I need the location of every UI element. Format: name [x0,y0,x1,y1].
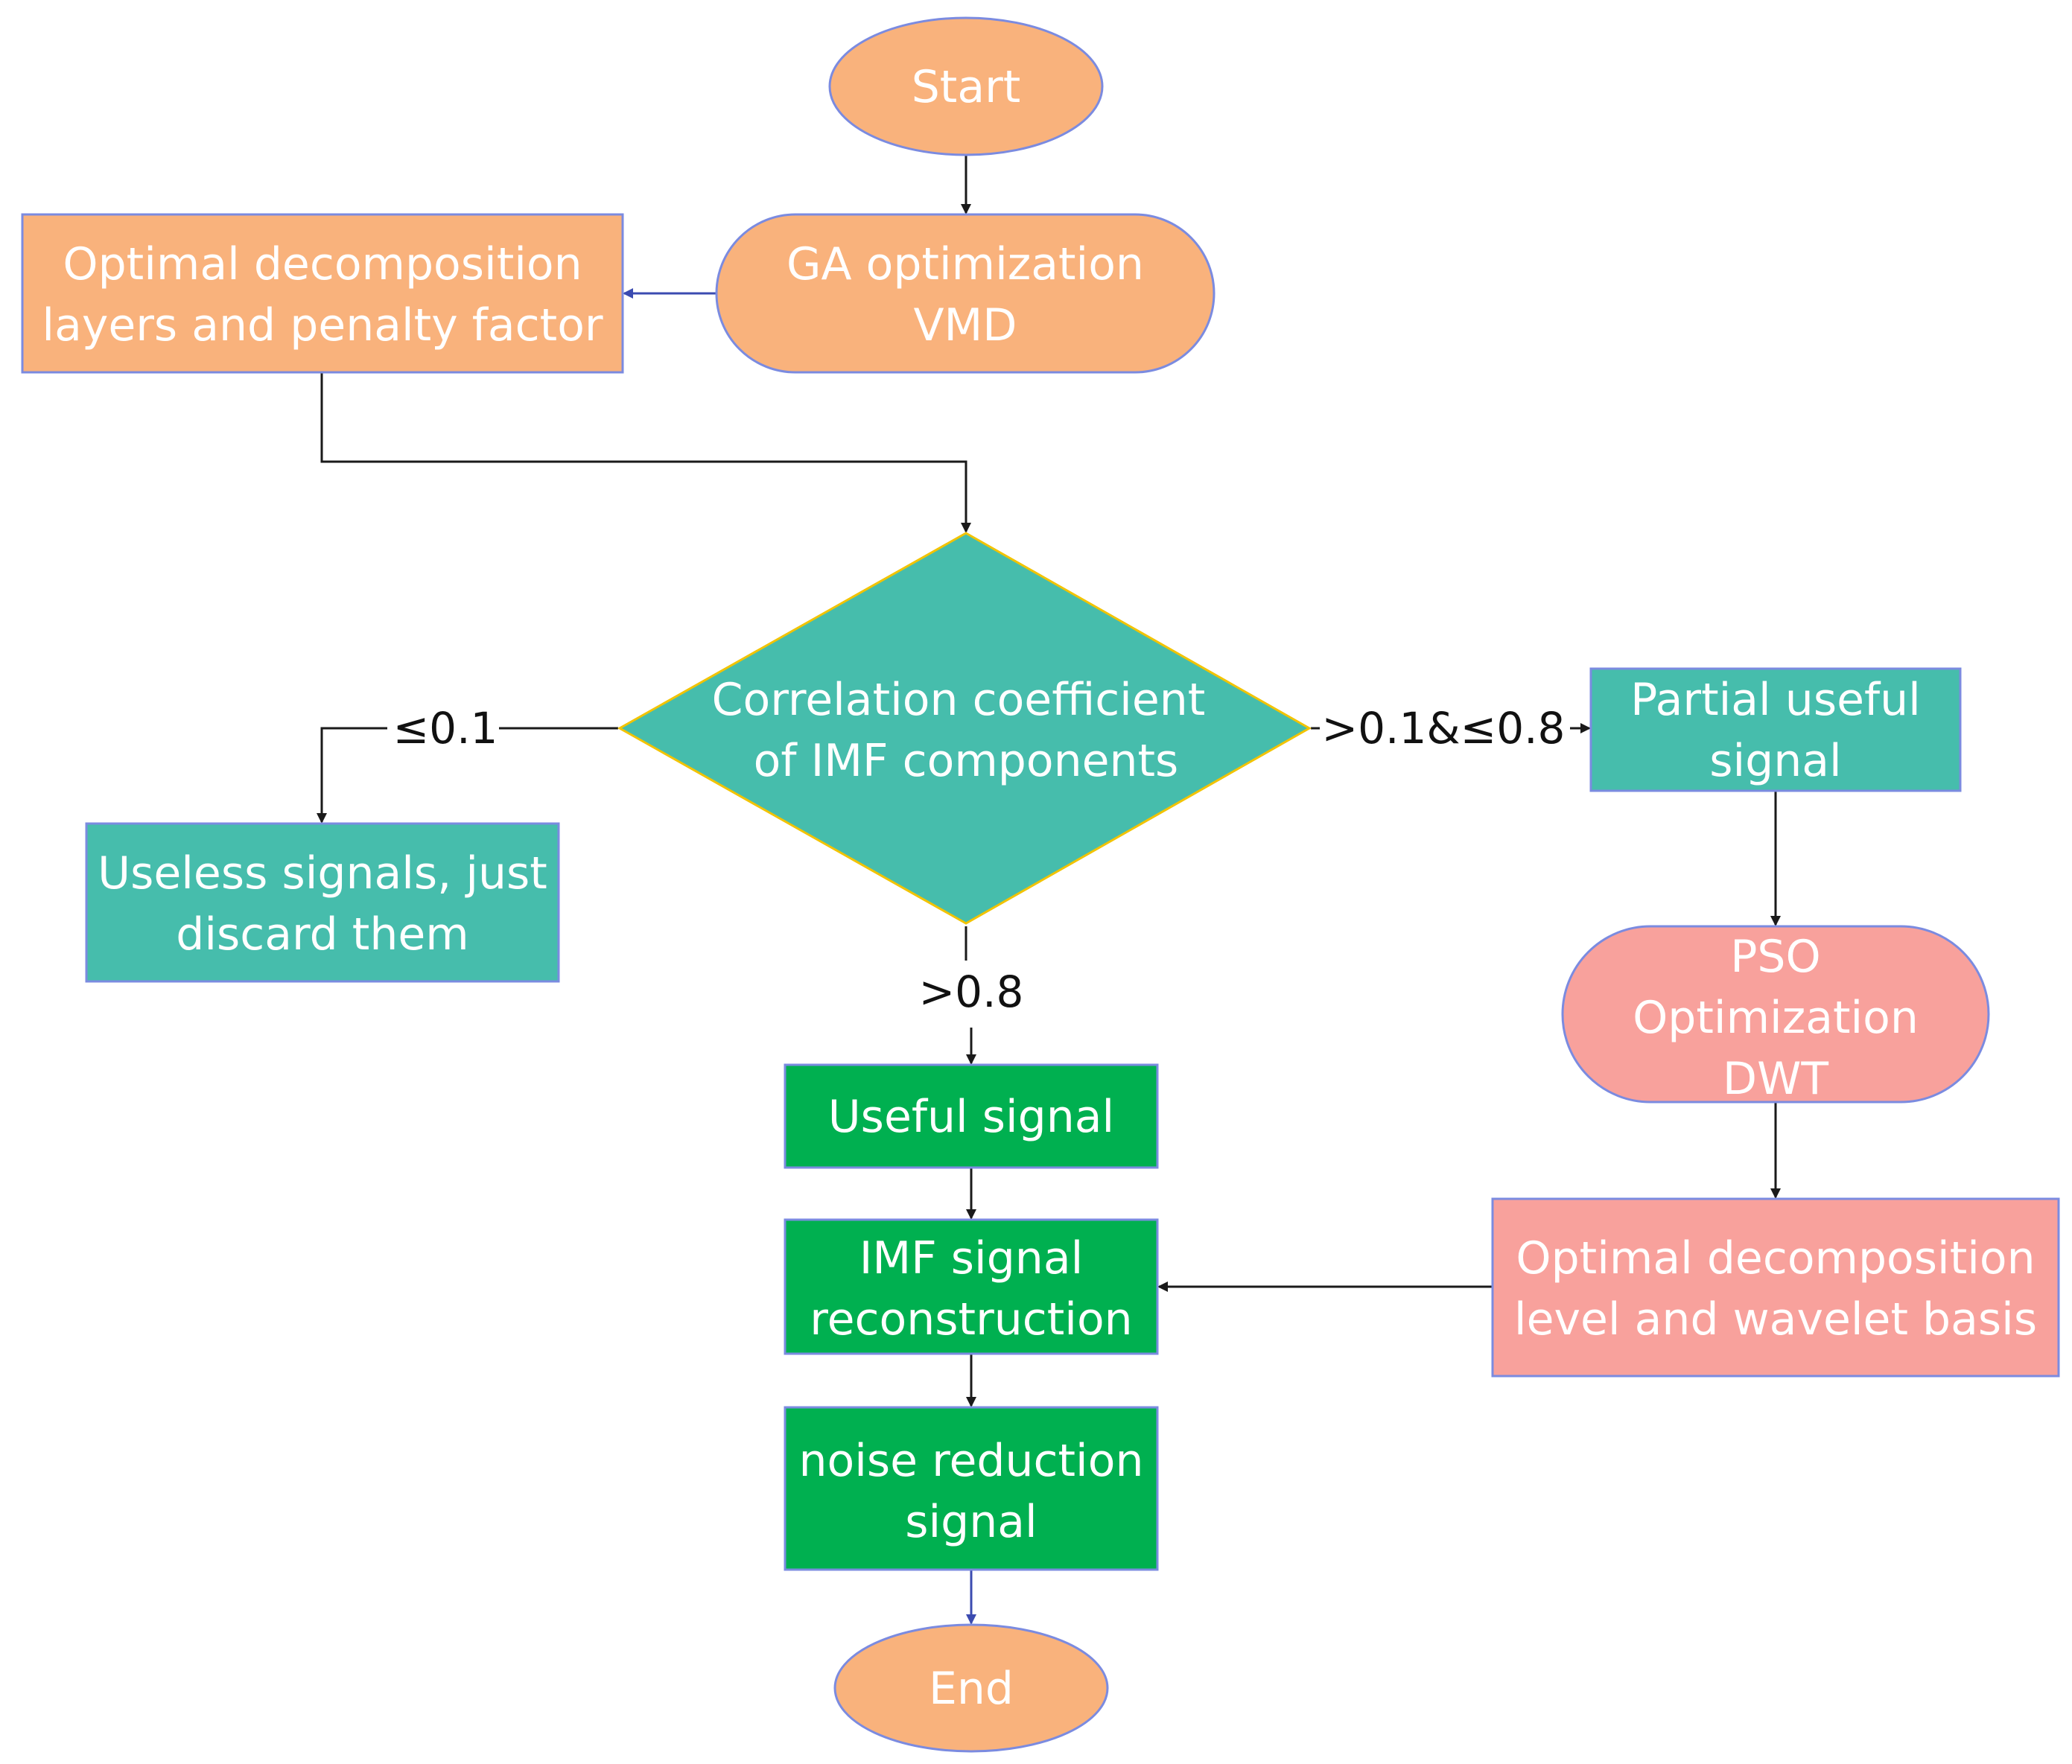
node-imf-recon-line1: IMF signal [859,1232,1084,1284]
edge-label-bg-low [387,700,499,757]
arrow-optimal-layers-to-correlation [320,372,971,533]
node-ga-vmd-line2: VMD [913,299,1017,351]
node-pso-dwt-line3: DWT [1723,1053,1829,1105]
node-end: End [833,1623,1109,1753]
node-start-label: Start [912,61,1021,113]
node-partial-line2: signal [1709,735,1841,787]
node-pso-dwt-line2: Optimization [1633,992,1919,1044]
edge-label-mid: >0.1&≤0.8 [1322,703,1566,754]
node-pso-dwt-line1: PSO [1730,931,1821,983]
node-optimal-layers-line2: layers and penalty factor [42,299,603,351]
node-optimal-layers: Optimal decomposition layers and penalty… [21,213,624,374]
edge-label-low: ≤0.1 [393,703,498,754]
node-noise-reduction: noise reduction signal [784,1406,1159,1571]
node-partial: Partial useful signal [1589,667,1962,792]
node-useless: Useless signals, just discard them [85,822,560,983]
node-start: Start [828,16,1104,156]
node-ga-vmd: GA optimization VMD [715,213,1215,374]
node-useful-label: Useful signal [828,1091,1114,1143]
node-ga-vmd-line1: GA optimization [786,238,1144,290]
node-useful: Useful signal [784,1063,1159,1169]
node-useless-line2: discard them [176,908,468,961]
edge-label-high: >0.8 [919,967,1024,1017]
node-optimal-level-line2: level and wavelet basis [1514,1293,2037,1346]
node-noise-reduction-line2: signal [905,1496,1037,1548]
node-optimal-layers-line1: Optimal decomposition [63,238,582,290]
node-correlation: Correlation coefficient of IMF component… [617,532,1312,925]
node-partial-line1: Partial useful [1630,674,1921,726]
node-correlation-line2: of IMF components [754,735,1179,787]
node-imf-recon-line2: reconstruction [810,1293,1132,1346]
edge-label-bg-mid [1320,700,1570,757]
node-optimal-level: Optimal decomposition level and wavelet … [1491,1197,2060,1378]
node-optimal-level-line1: Optimal decomposition [1516,1232,2035,1284]
node-noise-reduction-line1: noise reduction [799,1435,1144,1487]
node-useless-line1: Useless signals, just [98,847,547,899]
node-end-label: End [929,1663,1014,1715]
arrow-correlation-to-useless [317,727,618,824]
node-pso-dwt: PSO Optimization DWT [1561,925,1990,1105]
node-correlation-line1: Correlation coefficient [712,674,1206,726]
node-imf-recon: IMF signal reconstruction [784,1218,1159,1355]
